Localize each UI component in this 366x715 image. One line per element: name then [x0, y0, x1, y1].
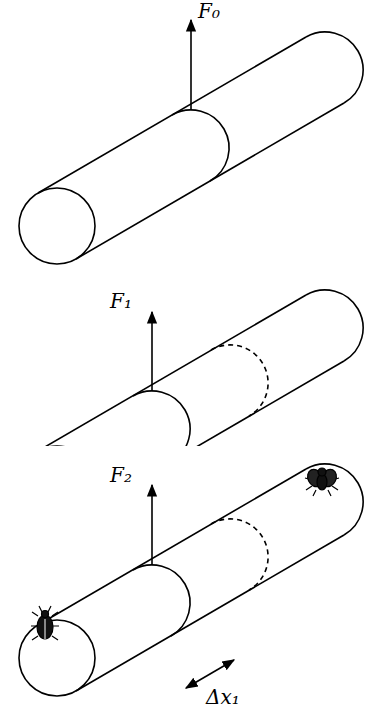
force-label: F₁: [110, 290, 132, 312]
cylinder: [19, 290, 363, 446]
beetle: [31, 606, 59, 640]
force-label: F₀: [198, 0, 220, 22]
displacement-label: Δx₁: [206, 686, 240, 708]
fly: [305, 467, 339, 496]
cylinder: [19, 20, 363, 264]
force-label: F₂: [110, 464, 132, 486]
cylinder: [19, 464, 363, 696]
